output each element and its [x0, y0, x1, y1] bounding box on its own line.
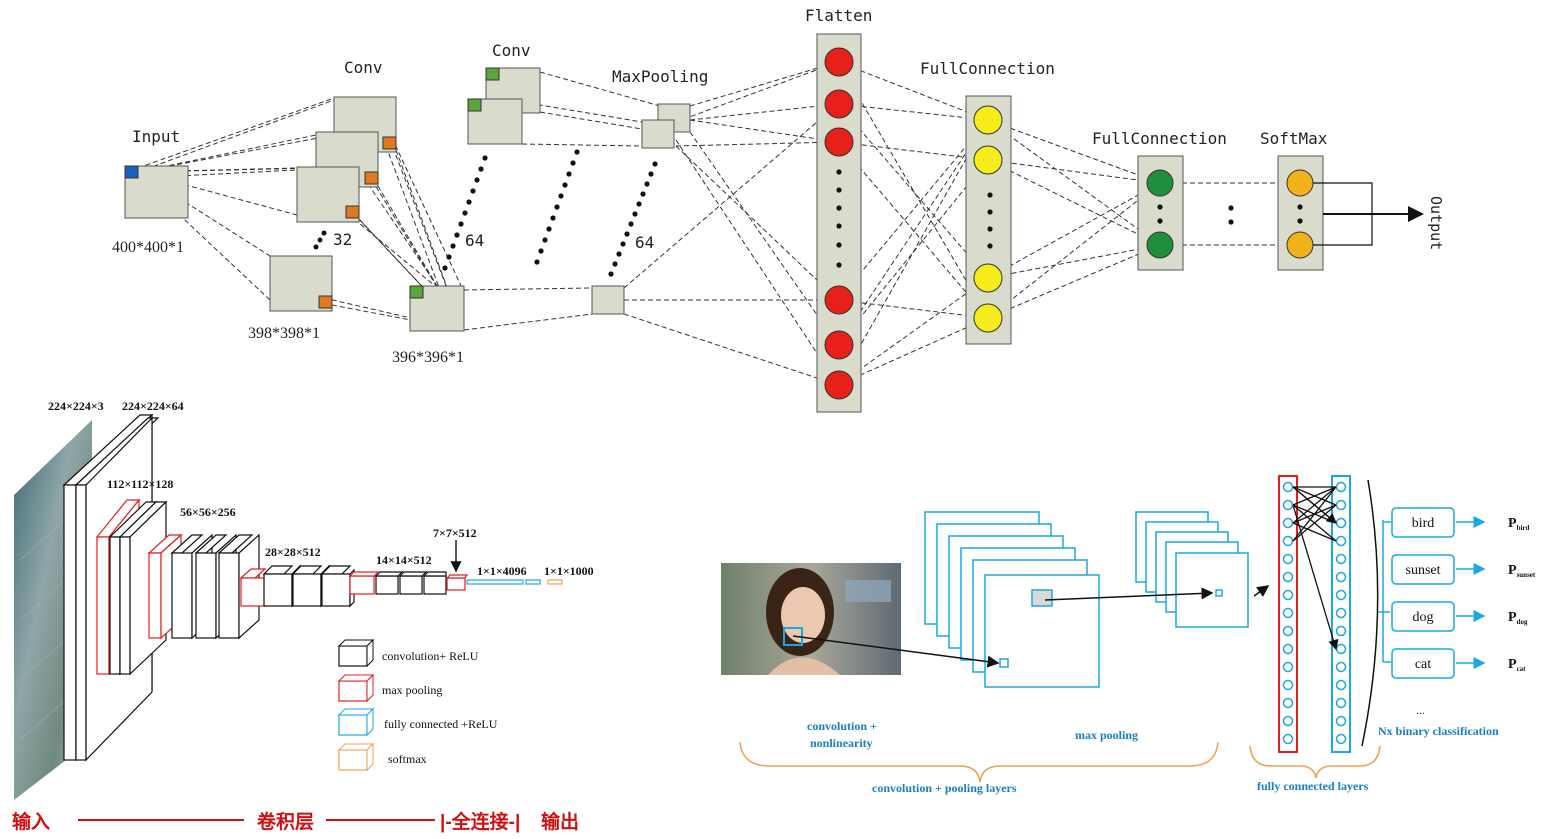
svg-text:Pdog: Pdog	[1508, 610, 1528, 626]
input-kernel	[124, 165, 139, 179]
conv-feature-maps	[924, 511, 1100, 688]
pool-dots	[608, 161, 658, 277]
pool-feature-maps	[1135, 511, 1249, 628]
cnn-classification-diagram: bird Pbird sunset Psunset dog Pdog cat P…	[721, 475, 1536, 795]
conv1-count: 32	[333, 230, 352, 249]
dim-1x1x4096: 1×1×4096	[477, 564, 527, 578]
conv1-maps	[269, 96, 397, 312]
vgg-diagram: 224×224×3 224×224×64 112×112×128 56×56×2…	[12, 399, 594, 833]
fc-brace	[1249, 745, 1381, 779]
dashed-connections	[137, 61, 1286, 386]
class-box-cat: cat Pcat	[1383, 648, 1526, 679]
dim-14x14x512: 14×14×512	[376, 553, 432, 567]
input-title: Input	[132, 127, 180, 146]
svg-text:dog: dog	[1413, 610, 1434, 625]
vgg-block4	[239, 564, 355, 608]
top-network-diagram: Input 400*400*1 Conv 32 398*398*1 Conv	[112, 6, 1445, 413]
fc1-layer	[965, 95, 1012, 345]
svg-text:convolution+ ReLU: convolution+ ReLU	[382, 649, 479, 663]
conv2-size: 396*396*1	[392, 349, 464, 366]
dim-224x224x3: 224×224×3	[48, 399, 104, 413]
output-bracket	[1361, 479, 1379, 747]
pool-maps	[591, 103, 691, 315]
flatten-neurons	[824, 47, 854, 400]
fc1-neurons	[973, 105, 1003, 333]
pool-arrow	[1044, 587, 1214, 601]
vgg-legend: convolution+ ReLU max pooling fully conn…	[337, 638, 498, 772]
svg-text:Pbird: Pbird	[1508, 516, 1530, 532]
output-connector	[1313, 182, 1424, 246]
caption-output: 输出	[541, 810, 579, 833]
dim-28x28x512: 28×28×512	[265, 545, 321, 559]
maxpool-label: max pooling	[1075, 728, 1138, 742]
dim-224x224x64: 224×224×64	[122, 399, 184, 413]
conv1-title: Conv	[344, 58, 383, 77]
caption-conv: 卷积层	[256, 810, 314, 833]
svg-text:softmax: softmax	[388, 752, 427, 766]
pool-kernel	[1031, 589, 1053, 607]
vgg-fc-layers	[466, 579, 563, 585]
svg-text:fully connected +ReLU: fully connected +ReLU	[384, 717, 498, 731]
svg-text:cat: cat	[1415, 657, 1431, 672]
dim-7x7x512: 7×7×512	[433, 526, 477, 540]
svg-text:Psunset: Psunset	[1508, 563, 1536, 579]
conv2-title: Conv	[492, 41, 531, 60]
conv1-dots	[313, 230, 327, 250]
vgg-block3	[147, 533, 260, 640]
softmax-neurons	[1286, 169, 1314, 259]
legend-item-softmax: softmax	[337, 742, 427, 772]
legend-item-maxpool: max pooling	[337, 673, 442, 703]
conv2-maps	[409, 67, 541, 332]
convpool-label: convolution + pooling layers	[872, 781, 1017, 795]
legend-item-fc: fully connected +ReLU	[337, 707, 498, 737]
caption-fc: |-全连接-|	[440, 810, 520, 833]
dim-56x56x256: 56×56×256	[180, 505, 236, 519]
softmax-title: SoftMax	[1260, 129, 1328, 148]
fc-neurons	[1282, 481, 1347, 745]
conv-label: convolution +	[807, 719, 877, 733]
fc-layers-label: fully connected layers	[1257, 779, 1369, 793]
nx-binary-label: Nx binary classification	[1378, 724, 1499, 738]
pool-title: MaxPooling	[612, 67, 708, 86]
dim-1x1x1000: 1×1×1000	[544, 564, 594, 578]
class-ellipsis: ...	[1416, 703, 1425, 717]
pool-count: 64	[635, 233, 654, 252]
legend-item-conv: convolution+ ReLU	[337, 638, 479, 668]
conv2-dots	[442, 149, 580, 271]
softmax-dots	[1297, 204, 1303, 224]
input-size: 400*400*1	[112, 239, 184, 256]
vgg-bottom-caption: 输入 卷积层 |-全连接-| 输出	[12, 810, 579, 833]
input-photo	[721, 563, 901, 675]
svg-text:sunset: sunset	[1406, 563, 1441, 578]
fc2-title: FullConnection	[1092, 129, 1227, 148]
conv2-count: 64	[465, 231, 484, 250]
vgg-block5	[348, 571, 469, 595]
fc1-title: FullConnection	[920, 59, 1055, 78]
class-box-dog: dog Pdog	[1391, 601, 1528, 632]
dim-112x112x128: 112×112×128	[107, 477, 173, 491]
fc-entry-arrow	[1253, 585, 1270, 597]
svg-text:max pooling: max pooling	[382, 683, 442, 697]
output-label: Output	[1427, 196, 1445, 250]
svg-text:Pcat: Pcat	[1508, 657, 1526, 673]
flatten-dots	[836, 169, 842, 268]
flatten-title: Flatten	[805, 6, 872, 25]
caption-input: 输入	[12, 810, 50, 833]
nonlinearity-label: nonlinearity	[810, 736, 873, 750]
class-box-sunset: sunset Psunset	[1391, 554, 1536, 585]
fc-connections	[1292, 486, 1339, 651]
convpool-brace	[739, 741, 1219, 783]
svg-text:bird: bird	[1412, 516, 1435, 531]
fc2-neurons	[1146, 169, 1174, 259]
conv-arrow	[792, 635, 1000, 668]
fc2-dots	[1157, 204, 1234, 225]
fc1-dots	[987, 192, 993, 249]
class-box-bird: bird Pbird	[1383, 507, 1530, 538]
conv1-size: 398*398*1	[248, 325, 320, 342]
